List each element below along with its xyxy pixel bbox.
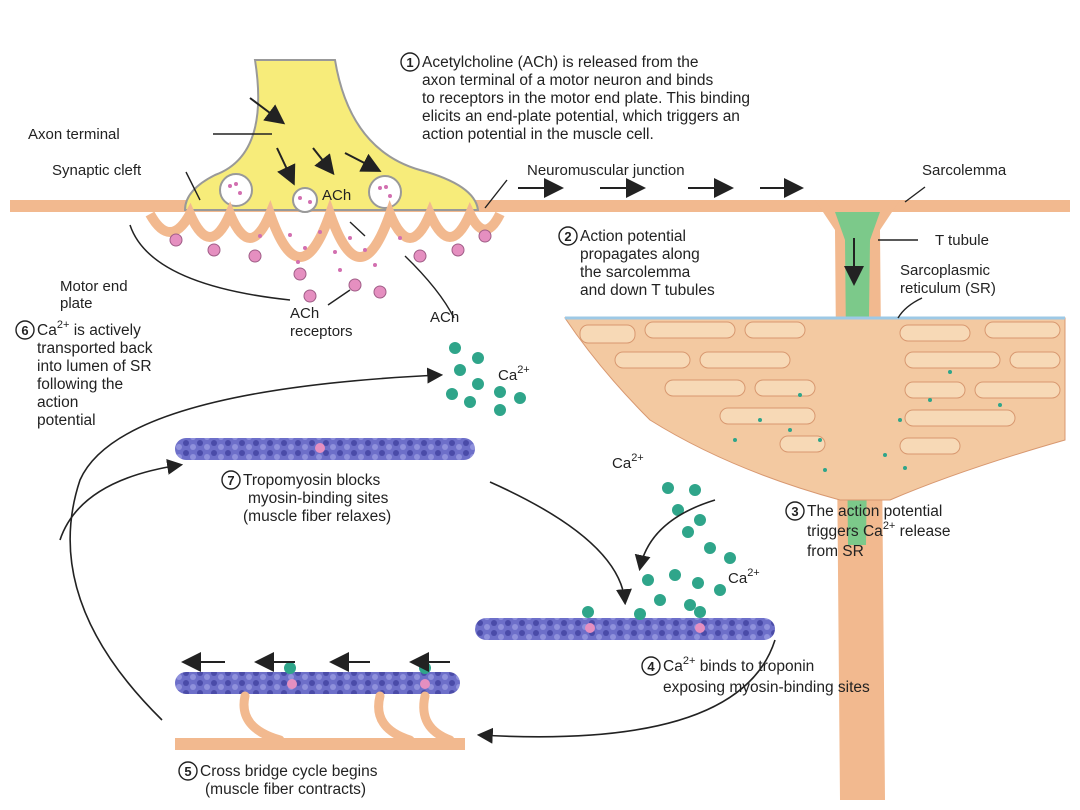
svg-text:triggers Ca2+ release: triggers Ca2+ release [807, 520, 951, 540]
svg-text:exposing myosin-binding sites: exposing myosin-binding sites [663, 679, 870, 696]
label-motor-end-plate-2: plate [60, 295, 93, 312]
step-2: 2 Action potential propagates along the … [558, 226, 715, 299]
label-sarcolemma: Sarcolemma [922, 162, 1007, 179]
svg-text:action potential in the muscle: action potential in the muscle cell. [422, 126, 654, 143]
svg-text:Ca2+ is actively: Ca2+ is actively [37, 319, 141, 339]
filament-contracting [175, 652, 465, 750]
svg-text:2: 2 [564, 229, 571, 244]
svg-text:potential: potential [37, 412, 96, 429]
label-ca-lower: Ca2+ [728, 567, 760, 587]
svg-text:(muscle fiber relaxes): (muscle fiber relaxes) [243, 508, 391, 525]
label-ach-receptors-1: ACh [290, 305, 319, 322]
label-neuromuscular-junction: Neuromuscular junction [527, 162, 685, 179]
svg-text:Ca2+ binds to troponin: Ca2+ binds to troponin [663, 655, 814, 675]
filament-relaxed [175, 438, 475, 460]
svg-text:5: 5 [184, 764, 191, 779]
step-4: 4 Ca2+ binds to troponin exposing myosin… [641, 655, 870, 696]
svg-text:and down T tubules: and down T tubules [580, 282, 715, 299]
label-synaptic-cleft: Synaptic cleft [52, 162, 142, 179]
filament-ca-bound [475, 606, 775, 640]
svg-text:into lumen of SR: into lumen of SR [37, 358, 152, 375]
sarcolemma-membrane [10, 200, 1070, 212]
label-motor-end-plate-1: Motor end [60, 278, 128, 295]
svg-text:myosin-binding sites: myosin-binding sites [248, 490, 389, 507]
label-t-tubule: T tubule [935, 232, 989, 249]
svg-text:6: 6 [21, 323, 28, 338]
svg-text:action: action [37, 394, 78, 411]
step-6: 6 Ca2+ is actively transported back into… [15, 319, 153, 429]
svg-text:transported back: transported back [37, 340, 153, 357]
label-ach-vesicle: ACh [322, 187, 351, 204]
svg-text:3: 3 [791, 504, 798, 519]
cycle-arrows [59, 367, 776, 744]
motor-end-plate [129, 198, 505, 303]
svg-text:the sarcolemma: the sarcolemma [580, 264, 691, 281]
step-1: 1 Acetylcholine (ACh) is released from t… [400, 52, 750, 143]
step-7: 7 Tropomyosin blocks myosin-binding site… [221, 470, 391, 525]
label-ca-top: Ca2+ [498, 364, 530, 384]
svg-text:7: 7 [227, 473, 234, 488]
svg-text:to receptors in the motor end: to receptors in the motor end plate. Thi… [422, 90, 750, 107]
svg-text:propagates along: propagates along [580, 246, 700, 263]
label-ca-left: Ca2+ [612, 452, 644, 472]
svg-text:The action potential: The action potential [807, 503, 942, 520]
label-ach-released: ACh [430, 309, 459, 326]
label-axon-terminal: Axon terminal [28, 126, 120, 143]
svg-text:4: 4 [647, 659, 655, 674]
svg-text:1: 1 [406, 55, 413, 70]
axon-terminal [183, 59, 480, 213]
label-sr-2: reticulum (SR) [900, 280, 996, 297]
svg-text:(muscle fiber contracts): (muscle fiber contracts) [205, 781, 366, 798]
svg-text:from SR: from SR [807, 543, 864, 560]
svg-text:elicits an end-plate potential: elicits an end-plate potential, which tr… [422, 108, 740, 125]
svg-text:following the: following the [37, 376, 123, 393]
leader-lines [185, 133, 926, 319]
step-3: 3 The action potential triggers Ca2+ rel… [785, 501, 951, 560]
label-sr-1: Sarcoplasmic [900, 262, 991, 279]
svg-text:Tropomyosin blocks: Tropomyosin blocks [243, 472, 381, 489]
svg-text:Acetylcholine (ACh) is release: Acetylcholine (ACh) is released from the [422, 54, 699, 71]
step-5: 5 Cross bridge cycle begins (muscle fibe… [178, 761, 378, 798]
labels: Axon terminal Synaptic cleft ACh Motor e… [28, 126, 1007, 587]
svg-text:axon terminal of a motor neuro: axon terminal of a motor neuron and bind… [422, 72, 713, 89]
calcium-ions [446, 342, 736, 611]
sarcoplasmic-reticulum [564, 316, 1066, 501]
svg-text:Cross bridge cycle begins: Cross bridge cycle begins [200, 763, 378, 780]
label-ach-receptors-2: receptors [290, 323, 353, 340]
svg-text:Action potential: Action potential [580, 228, 686, 245]
